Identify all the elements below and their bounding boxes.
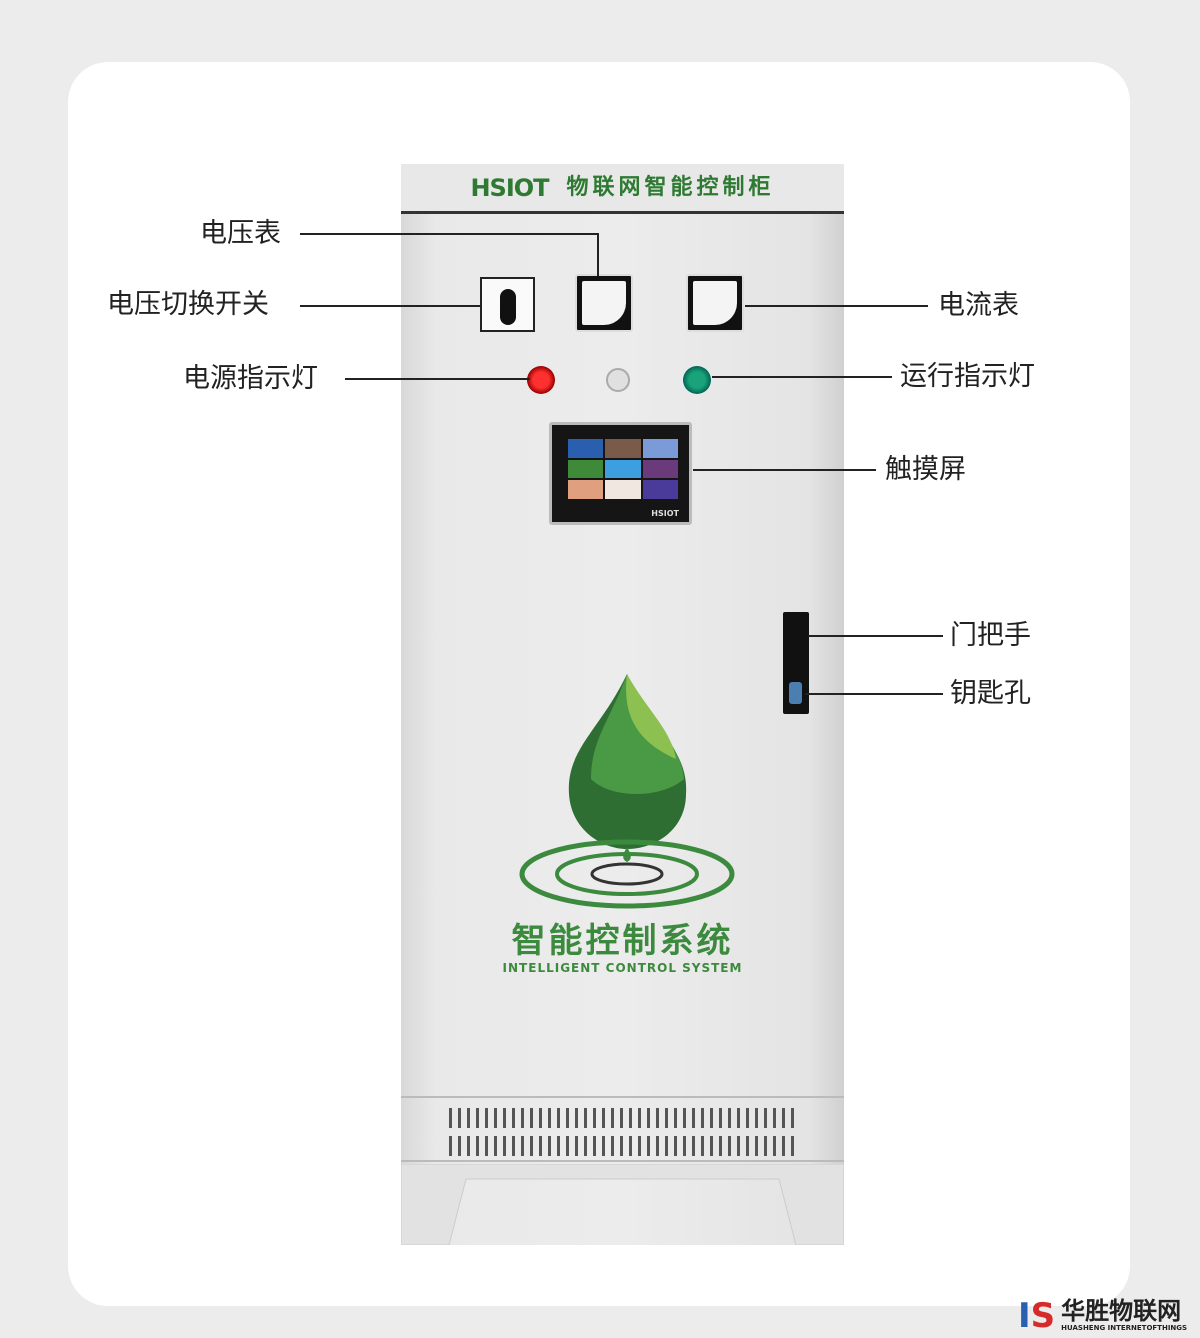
label-ammeter: 电流表 <box>938 290 1019 321</box>
cabinet-header: HSIOT 物联网智能控制柜 <box>401 164 844 214</box>
voltmeter <box>575 274 633 332</box>
emblem-subtitle: INTELLIGENT CONTROL SYSTEM <box>502 961 743 975</box>
door-handle <box>783 612 809 714</box>
ammeter <box>686 274 744 332</box>
drop-emblem-icon <box>519 674 735 909</box>
label-voltmeter: 电压表 <box>200 218 281 249</box>
cabinet-base <box>401 1164 844 1245</box>
keyhole <box>789 682 802 704</box>
label-run-lamp: 运行指示灯 <box>900 361 1035 392</box>
label-power-lamp: 电源指示灯 <box>183 363 318 394</box>
power-lamp <box>527 366 555 394</box>
watermark-name: 华胜物联网 <box>1061 1297 1182 1325</box>
label-keyhole: 钥匙孔 <box>950 678 1031 709</box>
label-door-handle: 门把手 <box>950 620 1031 651</box>
watermark-sub: HUASHENG INTERNETOFTHINGS <box>1061 1324 1188 1332</box>
cabinet-brand: HSIOT <box>470 173 549 202</box>
indicator-blank <box>606 368 630 392</box>
cabinet-title: 物联网智能控制柜 <box>566 174 775 200</box>
screen-brand: HSIOT <box>651 509 679 518</box>
emblem-title: 智能控制系统 <box>511 921 734 961</box>
watermark-logo: IS 华胜物联网 HUASHENG INTERNETOFTHINGS <box>1018 1298 1187 1333</box>
label-touchscreen: 触摸屏 <box>885 454 966 485</box>
control-cabinet: HSIOT 物联网智能控制柜 HSIOT 智能控制系统 INTELLIGENT … <box>401 164 844 1245</box>
hs-logo-icon: IS <box>1018 1295 1056 1336</box>
touchscreen: HSIOT <box>549 422 692 525</box>
vent-panel <box>401 1096 844 1162</box>
voltage-switch <box>480 277 535 332</box>
run-lamp <box>683 366 711 394</box>
label-voltage-switch: 电压切换开关 <box>107 289 269 320</box>
